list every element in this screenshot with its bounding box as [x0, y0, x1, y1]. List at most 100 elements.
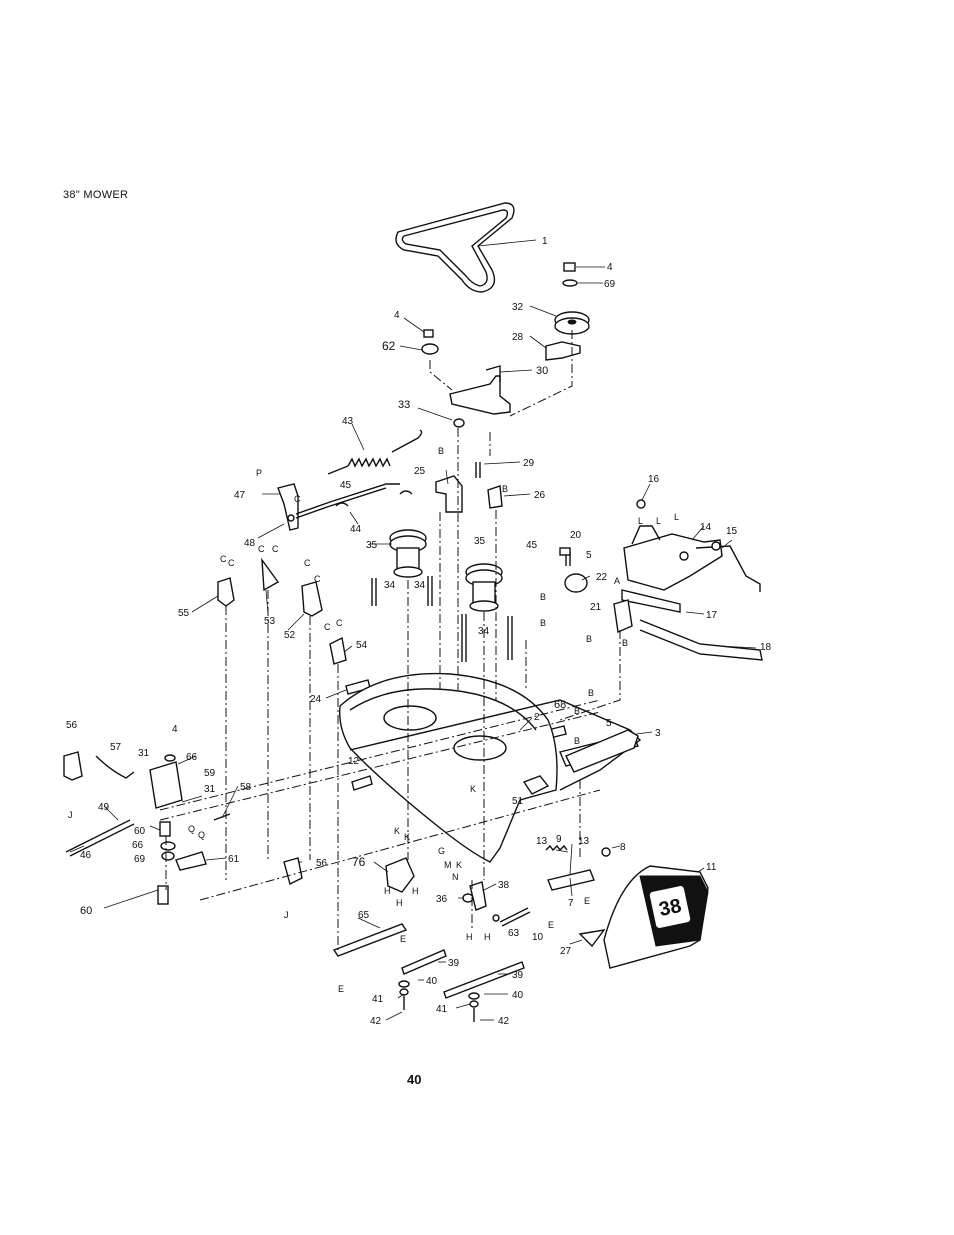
- ref-letter: K: [456, 860, 462, 870]
- callout-label: 48: [244, 538, 256, 549]
- lift-spring-rod: [95, 755, 135, 779]
- pivot-bolt: [475, 462, 481, 478]
- callout-label: 76: [352, 855, 366, 869]
- callout-label: 33: [398, 399, 410, 411]
- callout-label: 66: [132, 840, 144, 851]
- rear-hanger-center: [261, 557, 280, 592]
- callout-label: 55: [178, 608, 190, 619]
- callout-label: 17: [706, 610, 718, 621]
- callout-label: 68: [554, 699, 566, 711]
- callout-label: 7: [568, 898, 574, 909]
- ref-letter: C: [324, 622, 331, 632]
- callout-label: 57: [110, 742, 122, 753]
- ref-letter: L: [638, 516, 643, 526]
- callout-label: 2: [534, 712, 540, 723]
- callout-label: 13: [578, 836, 590, 847]
- callout-label: 45: [340, 480, 352, 491]
- blade-bolts: [398, 980, 480, 1022]
- ref-letter: E: [584, 896, 590, 906]
- ref-letter: B: [586, 634, 592, 644]
- callout-label: 38: [498, 880, 510, 891]
- callout-label: 31: [204, 784, 216, 795]
- mower-blade-right: [443, 961, 525, 999]
- callout-label: 30: [536, 365, 548, 377]
- callout-label: 46: [80, 850, 92, 861]
- ref-letter: H: [484, 932, 491, 942]
- ref-letter: J: [284, 910, 289, 920]
- callout-numbers: 1 4 69 32 28 4 62 30 33 43 29 25 26 45 4…: [66, 236, 772, 1027]
- ref-letter: E: [548, 920, 554, 930]
- ref-letter: P: [256, 468, 262, 478]
- spindle-bearing: [469, 881, 487, 911]
- ref-letter: H: [384, 886, 391, 896]
- chute-badge: 38: [657, 895, 683, 921]
- callout-label: 29: [523, 458, 535, 469]
- ref-letter: C: [336, 618, 343, 628]
- right-spindle-pulley: [465, 563, 503, 612]
- ref-letter: E: [400, 934, 406, 944]
- callout-label: 3: [655, 728, 661, 739]
- callout-label: 39: [512, 970, 524, 981]
- ref-letter: B: [588, 688, 594, 698]
- cotter-pin: [492, 914, 500, 922]
- ref-letter: B: [540, 592, 546, 602]
- callout-label: 34: [414, 580, 426, 591]
- callout-label: 4: [394, 310, 400, 321]
- callout-label: 59: [204, 768, 216, 779]
- callout-label: 42: [498, 1016, 510, 1027]
- ref-letter: K: [394, 826, 400, 836]
- callout-label: 34: [478, 626, 490, 637]
- front-hanger-bracket: [559, 547, 588, 593]
- reference-letters: B B P C C C C C C C C C L L L A B B B B …: [68, 446, 679, 994]
- hairpin-clip: [335, 490, 413, 507]
- callout-label: 18: [760, 642, 772, 653]
- drive-belt: [395, 202, 515, 293]
- front-pivot-bracket: [613, 599, 633, 634]
- callout-label: 35: [366, 540, 378, 551]
- rear-hanger-left: [217, 577, 235, 607]
- callout-label: 4: [607, 262, 613, 273]
- ref-letter: H: [412, 886, 419, 896]
- callout-label: 24: [310, 694, 322, 705]
- ref-letter: B: [502, 484, 508, 494]
- callout-label: 25: [414, 466, 426, 477]
- callout-label: 20: [570, 530, 582, 541]
- callout-label: 8: [620, 842, 626, 853]
- ref-letter: C: [272, 544, 279, 554]
- ref-letter: C: [258, 544, 265, 554]
- ref-letter: B: [574, 706, 580, 716]
- callout-label: 28: [512, 332, 524, 343]
- ref-letter: L: [656, 516, 661, 526]
- bushing: [453, 418, 465, 428]
- deck-shield-pad: [351, 775, 373, 791]
- deck-lift-rod: [295, 483, 400, 519]
- callout-label: 61: [228, 854, 240, 865]
- callout-label: 40: [512, 990, 524, 1001]
- ref-letter: B: [438, 446, 444, 456]
- callout-label: 10: [532, 932, 544, 943]
- ref-letter: B: [622, 638, 628, 648]
- callout-label: 66: [186, 752, 198, 763]
- lift-link-bracket: [277, 483, 299, 531]
- callout-label: 40: [426, 976, 438, 987]
- callout-label: 47: [234, 490, 246, 501]
- ref-letter: B: [540, 618, 546, 628]
- callout-label: 21: [590, 602, 602, 613]
- ref-letter: J: [68, 810, 73, 820]
- callout-label: 44: [350, 524, 362, 535]
- callout-label: 45: [526, 540, 538, 551]
- assembly-center-lines: [159, 330, 621, 950]
- callout-label: 13: [536, 836, 548, 847]
- deck-hanger-plate: [329, 636, 347, 665]
- ref-letter: C: [304, 558, 311, 568]
- callout-label: 60: [134, 826, 146, 837]
- lower-hanger-bracket: [283, 857, 303, 886]
- ref-letter: Q: [198, 830, 205, 840]
- callout-label: 49: [98, 802, 110, 813]
- ref-letter: M: [444, 860, 452, 870]
- callout-label: 14: [700, 522, 712, 533]
- belt-guide-clip: [487, 485, 503, 509]
- idler-arm: [449, 365, 511, 415]
- page-title: 38" MOWER: [63, 189, 129, 201]
